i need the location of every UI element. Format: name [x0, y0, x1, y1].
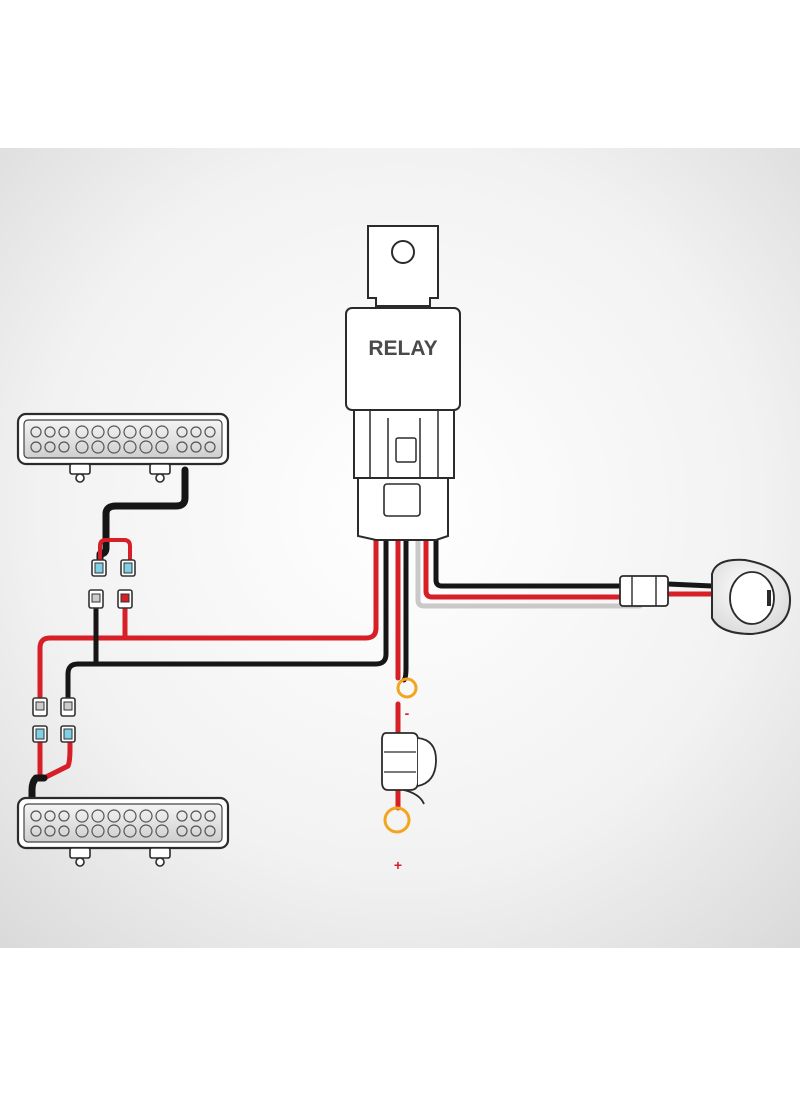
upper-light-red-lead [98, 538, 132, 562]
relay-mount-hole [391, 240, 415, 264]
lower-light-black-lead [28, 774, 48, 804]
relay-label: RELAY [368, 337, 437, 360]
wiring-diagram-panel: RELAY - + [0, 148, 800, 948]
rocker-switch [619, 558, 792, 636]
switch-pigtail-black [665, 581, 715, 589]
upper-light-bar-leds [30, 425, 216, 454]
lower-light-bar-mounts [69, 847, 171, 867]
upper-light-bar [16, 412, 230, 483]
relay-socket-ribs [369, 410, 439, 478]
switch-inline-connector [619, 575, 669, 607]
black-switch-wire [433, 537, 643, 589]
lower-light-bar-leds [30, 809, 216, 838]
upper-blue-connector-left [91, 559, 107, 577]
upper-light-bar-mounts [69, 463, 171, 483]
spade-connectors [32, 559, 136, 743]
battery-leads: - + [381, 677, 437, 873]
lower-male-connector-left [32, 697, 48, 717]
relay-mounting-tab [367, 225, 439, 307]
upper-light-black-lead [96, 466, 189, 564]
relay-connector-latch [383, 483, 421, 517]
positive-ring-terminal [383, 806, 411, 834]
gray-switch-wire [415, 537, 643, 609]
relay-socket [353, 409, 455, 479]
inline-fuse-holder [381, 732, 437, 805]
upper-blue-connector-right [120, 559, 136, 577]
lower-blue-connector-left [32, 725, 48, 743]
upper-male-connector-right [117, 589, 133, 609]
relay: RELAY [345, 225, 461, 541]
switch-rocker [729, 571, 775, 625]
lower-light-bar [16, 796, 230, 867]
wiring-harness-diagram: RELAY - + [0, 148, 800, 948]
upper-male-connector-left [88, 589, 104, 609]
black-light-ground-wire [65, 537, 389, 703]
red-switch-wire [423, 537, 643, 600]
switch-indicator-mark [767, 590, 771, 606]
black-battery-negative-lead [401, 537, 409, 683]
negative-ring-terminal [396, 677, 418, 699]
negative-terminal-label: - [405, 705, 410, 721]
lower-male-connector-right [60, 697, 76, 717]
red-light-feed-wire [37, 537, 379, 701]
lower-blue-connector-right [60, 725, 76, 743]
positive-terminal-label: + [394, 857, 402, 873]
